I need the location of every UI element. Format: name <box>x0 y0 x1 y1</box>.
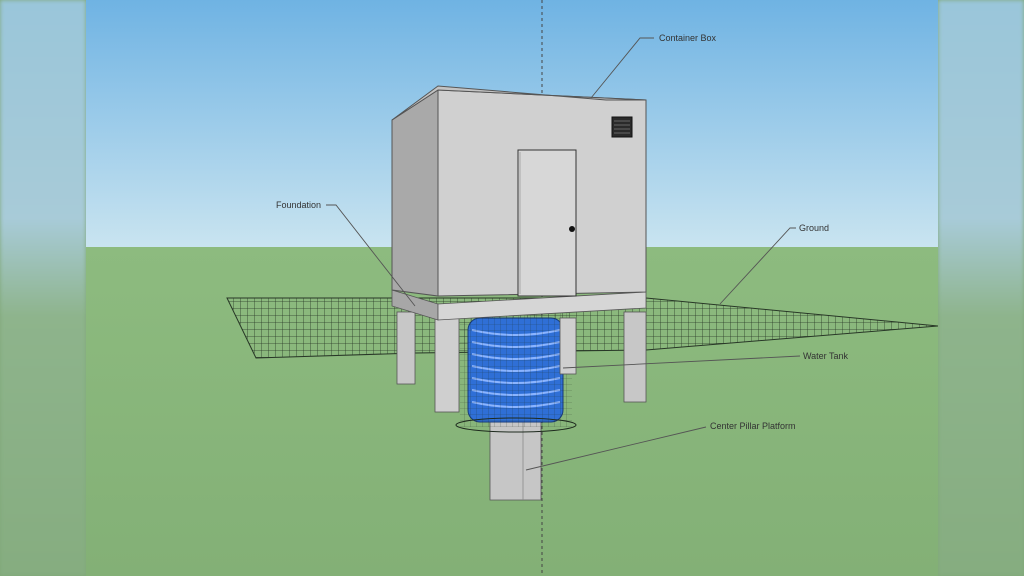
scene-drawing <box>86 0 939 576</box>
foundation-pillar-front-left <box>434 317 460 413</box>
label-water-tank: Water Tank <box>803 351 849 361</box>
container-door <box>517 149 577 297</box>
blurred-right-border <box>938 0 1024 576</box>
foundation-slab-front <box>437 291 647 321</box>
foundation-pillar-back-right <box>623 311 647 403</box>
foundation-pillar-front-right <box>559 317 577 375</box>
label-container-box: Container Box <box>659 33 717 43</box>
door-knob <box>569 226 575 232</box>
leader-center-pillar <box>525 426 707 471</box>
label-foundation: Foundation <box>276 200 322 210</box>
leader-container-box <box>590 37 654 99</box>
water-tank <box>455 312 577 433</box>
foundation-pillar-back-left <box>396 311 416 385</box>
sketchup-scene: Container Box Foundation Ground Water Ta… <box>86 0 939 576</box>
leader-water-tank <box>562 355 801 369</box>
label-ground: Ground <box>799 223 830 233</box>
leader-ground <box>719 227 796 305</box>
leader-foundation <box>326 204 416 307</box>
label-center-pillar-platform: Center Pillar Platform <box>710 421 796 431</box>
blurred-left-border <box>0 0 86 576</box>
vent-grille <box>611 116 633 138</box>
container-box <box>391 85 647 297</box>
